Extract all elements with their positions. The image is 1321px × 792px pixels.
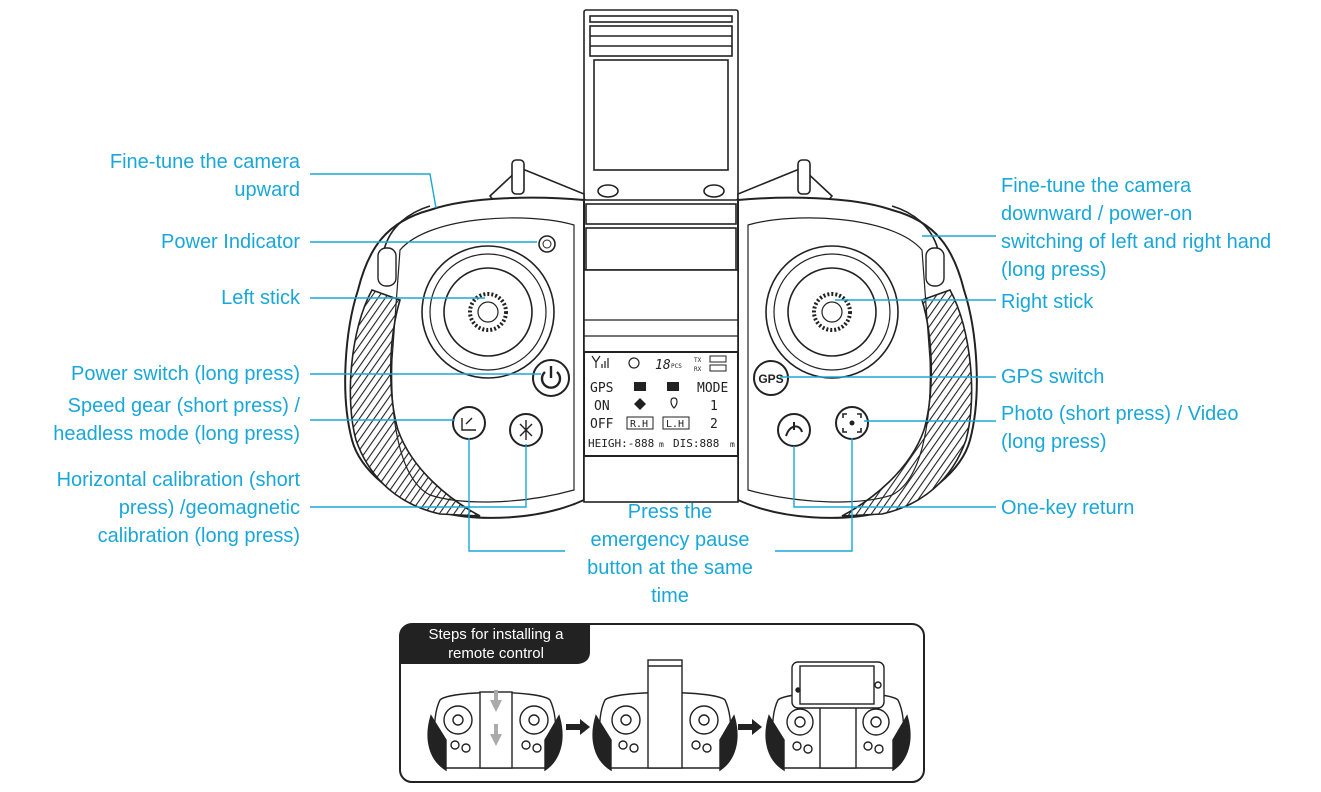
label-emergency-pause: Press the emergency pause button at the … (587, 501, 753, 607)
steps-title: Steps for installing a remote control (428, 626, 564, 662)
lcd-height: HEIGH:-888 (588, 437, 654, 450)
lcd-mode-1: 1 (710, 399, 718, 414)
battery-rx-icon (709, 364, 727, 372)
lcd-screen: 18 PCS TX RX GPS MODE ON 1 OFF R.H L.H 2… (583, 351, 739, 457)
calibration-icon (519, 420, 533, 440)
power-indicator-led (538, 235, 556, 253)
step-1-controller (427, 690, 563, 772)
signal-icon (591, 355, 609, 368)
left-stick[interactable] (421, 245, 555, 379)
arrow-up-icon (490, 690, 502, 712)
photo-video-button[interactable] (835, 406, 869, 440)
label-power-indicator: Power Indicator (161, 231, 300, 253)
speed-gear-button[interactable] (452, 406, 486, 440)
phone-holder (583, 9, 739, 271)
leader-lines (310, 173, 996, 552)
label-right-stick: Right stick (1001, 291, 1094, 313)
lcd-distance: DIS:888 (673, 437, 719, 450)
propeller-icon (628, 357, 640, 369)
lcd-height-unit: m (659, 440, 664, 449)
arrow-up-icon (490, 724, 502, 746)
arrow-right-icon (738, 719, 762, 735)
label-horizontal-calibration: Horizontal calibration (short press) /ge… (56, 469, 300, 547)
power-button[interactable] (532, 359, 570, 397)
lcd-off: OFF (590, 417, 614, 432)
step-2-controller (592, 659, 738, 772)
battery-tx-icon (709, 355, 727, 363)
arrow-right-icon (566, 719, 590, 735)
lcd-on: ON (594, 399, 610, 414)
return-home-icon (785, 422, 803, 437)
lcd-tx: TX (694, 357, 702, 364)
lcd-mode: MODE (697, 381, 728, 396)
label-gps-switch: GPS switch (1001, 366, 1105, 388)
gps-button-label: GPS (758, 372, 783, 386)
camera-frame-icon (842, 413, 862, 433)
lcd-lh: L.H (666, 419, 684, 430)
lcd-gps: GPS (590, 381, 613, 396)
label-fine-tune-up: Fine-tune the camera upward (109, 151, 300, 201)
label-photo-video: Photo (short press) / Video (long press) (1001, 403, 1239, 453)
video-icon (667, 382, 679, 391)
photo-icon (634, 382, 646, 391)
gps-button[interactable]: GPS (753, 360, 789, 396)
compass-icon (634, 398, 646, 410)
lcd-count: 18 (655, 358, 671, 373)
label-one-key-return: One-key return (1001, 497, 1135, 519)
lcd-rh: R.H (630, 419, 648, 430)
right-stick[interactable] (765, 245, 899, 379)
power-icon (540, 371, 562, 389)
lcd-mode-2: 2 (710, 417, 718, 432)
location-icon (670, 397, 678, 409)
lcd-pcs: PCS (671, 363, 682, 370)
label-left-stick: Left stick (221, 287, 300, 309)
step-3-controller (765, 661, 911, 772)
lcd-rx: RX (694, 366, 702, 373)
speed-gear-icon (461, 417, 476, 431)
calibration-button[interactable] (509, 413, 543, 447)
lcd-distance-unit: m (730, 440, 735, 449)
label-fine-tune-down: Fine-tune the camera downward / power-on… (1001, 175, 1272, 281)
label-power-switch: Power switch (long press) (71, 363, 300, 385)
label-speed-gear: Speed gear (short press) / headless mode… (53, 395, 300, 445)
return-button[interactable] (777, 413, 811, 447)
